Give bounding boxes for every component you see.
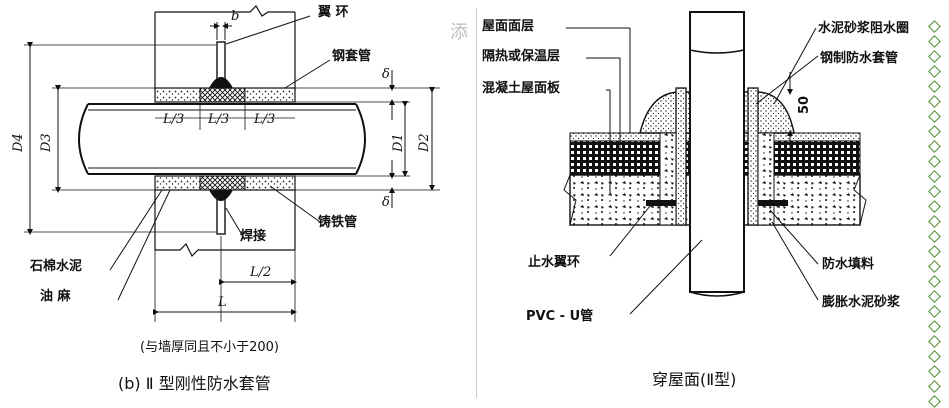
pvc-pipe-label: PVC - U管 xyxy=(526,309,594,324)
decorative-diamond-strip xyxy=(928,20,941,408)
delta-bottom-label: δ xyxy=(382,195,390,210)
roof-surface-label: 屋面面层 xyxy=(482,19,535,34)
mortar-water-ring-label: 水泥砂浆阻水圈 xyxy=(818,21,910,36)
dim-d4-label: D4 xyxy=(11,133,26,152)
concrete-roof-slab-label: 混凝土屋面板 xyxy=(482,81,561,96)
waterproof-filler-label: 防水填料 xyxy=(822,257,875,272)
steel-waterproof-sleeve-label: 钢制防水套管 xyxy=(820,51,899,66)
l2-label: L/2 xyxy=(250,265,272,280)
wall-thickness-note: (与墙厚同且不小于200) xyxy=(140,340,279,355)
right-diagram-panel: 屋面面层 隔热或保温层 混凝土屋面板 水泥砂浆阻水圈 钢制防水套管 50 止水翼… xyxy=(480,0,949,404)
delta-top-label: δ xyxy=(382,67,390,82)
l3-right-label: L/3 xyxy=(254,112,276,127)
oakum-label: 油 麻 xyxy=(40,289,71,304)
asbestos-cement-label: 石棉水泥 xyxy=(30,259,83,274)
panel-divider xyxy=(476,8,477,398)
wing-ring-label: 翼 环 xyxy=(318,5,349,20)
weld-label: 焊接 xyxy=(240,229,267,244)
water-stop-ring-label: 止水翼环 xyxy=(528,255,581,270)
dim-b-label: b xyxy=(231,9,240,24)
l3-middle-label: L/3 xyxy=(208,112,230,127)
right-caption: 穿屋面(Ⅱ型) xyxy=(652,370,737,389)
left-caption: (b) Ⅱ 型刚性防水套管 xyxy=(118,374,271,393)
dim-d2-label: D2 xyxy=(417,133,432,152)
l-label: L xyxy=(218,295,227,310)
ghost-character: 添 xyxy=(450,22,468,43)
dim-d1-label: D1 xyxy=(391,133,406,152)
roof-penetration-drawing xyxy=(563,11,867,315)
expansive-mortar-label: 膨胀水泥砂浆 xyxy=(822,295,901,310)
cast-iron-pipe-label: 铸铁管 xyxy=(318,215,358,230)
steel-sleeve-label: 钢套管 xyxy=(332,49,372,64)
dim-d3-label: D3 xyxy=(39,133,54,152)
left-diagram-panel: b 翼 环 钢套管 δ δ D4 D3 D1 D2 L/3 L/3 L/3 焊接… xyxy=(0,0,460,404)
sleeve-section-drawing xyxy=(24,5,440,322)
insulation-layer-label: 隔热或保温层 xyxy=(482,49,561,64)
dim-50-label: 50 xyxy=(797,95,812,114)
l3-left-label: L/3 xyxy=(163,112,185,127)
